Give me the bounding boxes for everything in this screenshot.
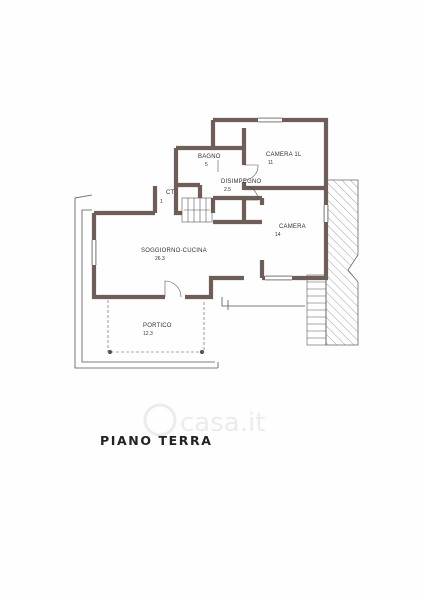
room-ct-name: CT [166, 190, 175, 196]
room-disimpegno-area: 2.5 [224, 187, 231, 193]
room-soggiorno-area: 26.3 [155, 256, 165, 262]
exterior-stairs [306, 274, 327, 346]
portico-outline [107, 300, 205, 355]
room-portico-name: PORTICO [143, 323, 172, 329]
watermark-text: casa.it [180, 408, 265, 438]
walls [91, 117, 329, 300]
room-ct-area: 1 [160, 199, 163, 205]
windows [92, 118, 328, 280]
window-lines [91, 117, 329, 281]
room-camera1l-area: 11 [268, 160, 273, 166]
room-soggiorno-name: SOGGIORNO-CUCINA [141, 248, 207, 254]
room-bagno-name: BAGNO [198, 154, 221, 160]
room-disimpegno-name: DISIMPEGNO [221, 179, 261, 185]
room-camera1l-name: CAMERA 1L [266, 152, 302, 158]
door-swings [164, 160, 259, 298]
interior-stairs [181, 197, 213, 223]
room-camera-name: CAMERA [279, 224, 306, 230]
floor-title: PIANO TERRA [100, 433, 213, 448]
room-labels: BAGNO 5 CAMERA 1L 11 DISIMPEGNO 2.5 CT 1… [141, 152, 306, 337]
terrace-outline [74, 194, 305, 369]
room-portico-area: 12.3 [143, 331, 153, 337]
room-camera-area: 14 [275, 232, 281, 238]
room-bagno-area: 5 [205, 162, 208, 168]
watermark: casa.it [143, 403, 265, 438]
hatched-embankment [325, 179, 359, 346]
